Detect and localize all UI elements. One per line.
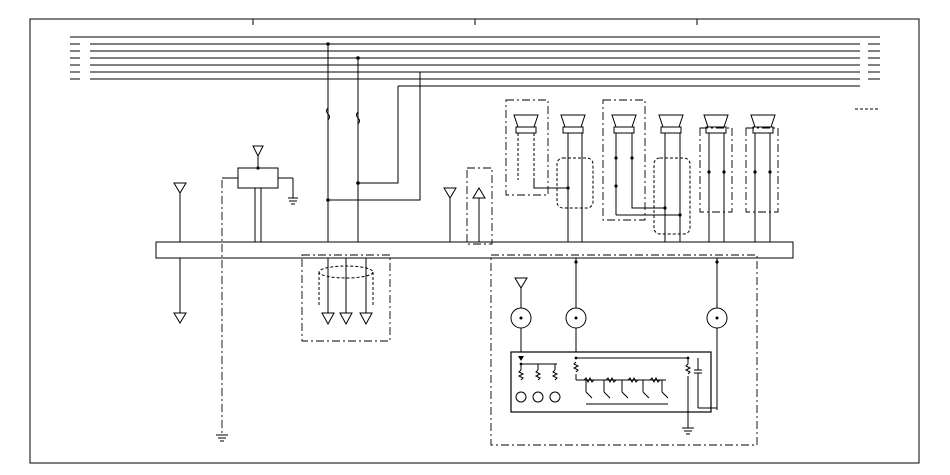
- sensor-module-left: [301, 254, 391, 342]
- main-bus: [155, 241, 794, 259]
- harness-lines: [70, 36, 880, 110]
- connector-modules: [505, 99, 779, 242]
- sensor-small: [443, 167, 493, 245]
- harness-feeds: [326, 42, 860, 242]
- control-unit: [490, 254, 758, 446]
- left-ground-column: [173, 180, 228, 442]
- relay-box: [222, 145, 298, 242]
